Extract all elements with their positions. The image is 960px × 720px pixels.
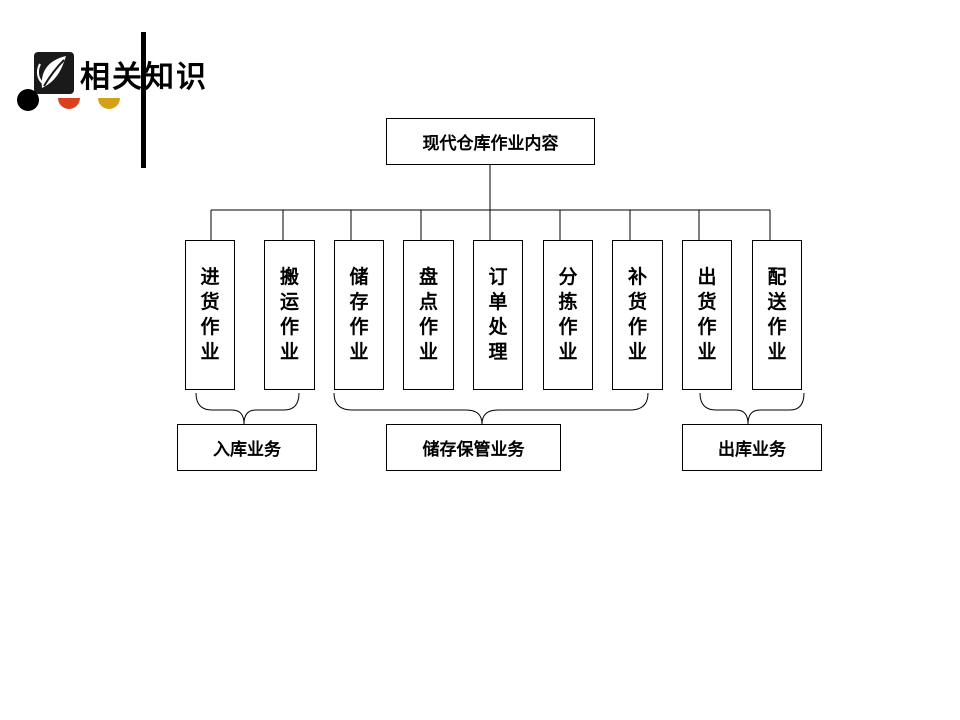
op-label-char: 补 <box>627 266 647 288</box>
op-node-handling: 搬运作业 <box>264 240 315 390</box>
page-title: 相关知识 <box>80 60 208 95</box>
op-label: 进货作业 <box>200 265 219 365</box>
op-label-char: 业 <box>418 341 438 363</box>
op-label-char: 业 <box>279 341 299 363</box>
op-node-shipping: 出货作业 <box>682 240 732 390</box>
op-label: 配送作业 <box>767 265 786 365</box>
op-label: 分拣作业 <box>558 265 577 365</box>
op-node-picking: 分拣作业 <box>543 240 593 390</box>
group-node-storage: 储存保管业务 <box>386 424 561 471</box>
op-label: 盘点作业 <box>419 265 438 365</box>
op-node-replenishment: 补货作业 <box>612 240 663 390</box>
op-label: 补货作业 <box>628 265 647 365</box>
op-label-char: 拣 <box>558 291 578 313</box>
op-label-char: 运 <box>279 291 299 313</box>
op-label-char: 点 <box>418 291 438 313</box>
op-label: 出货作业 <box>697 265 716 365</box>
connector-lines <box>210 165 771 240</box>
op-label-char: 业 <box>767 341 787 363</box>
leaf-logo-icon <box>34 52 74 94</box>
op-label-char: 业 <box>697 341 717 363</box>
op-label-char: 作 <box>279 316 299 338</box>
dot-gold <box>98 98 120 109</box>
op-label-char: 配 <box>767 266 787 288</box>
root-node: 现代仓库作业内容 <box>386 118 595 165</box>
brace-inbound <box>195 392 300 425</box>
op-label-char: 作 <box>418 316 438 338</box>
op-label-char: 搬 <box>279 266 299 288</box>
op-node-receiving: 进货作业 <box>185 240 235 390</box>
op-label-char: 处 <box>488 316 508 338</box>
group-label: 出库业务 <box>718 440 786 460</box>
op-label-char: 理 <box>488 341 508 363</box>
root-label: 现代仓库作业内容 <box>422 134 559 154</box>
op-label-char: 业 <box>349 341 369 363</box>
op-node-inventory: 盘点作业 <box>403 240 454 390</box>
op-label-char: 业 <box>627 341 647 363</box>
op-label-char: 单 <box>488 291 508 313</box>
dot-black <box>17 89 39 111</box>
op-label-char: 货 <box>627 291 647 313</box>
group-label: 储存保管业务 <box>422 440 525 460</box>
group-node-inbound: 入库业务 <box>177 424 317 471</box>
op-node-storage: 储存作业 <box>334 240 384 390</box>
op-label-char: 作 <box>558 316 578 338</box>
group-label: 入库业务 <box>213 440 281 460</box>
dot-red <box>58 98 80 109</box>
group-node-outbound: 出库业务 <box>682 424 822 471</box>
op-label-char: 作 <box>349 316 369 338</box>
op-label-char: 储 <box>349 266 369 288</box>
op-label-char: 作 <box>627 316 647 338</box>
op-label-char: 业 <box>558 341 578 363</box>
op-label-char: 货 <box>697 291 717 313</box>
op-label: 订单处理 <box>488 265 507 365</box>
op-label-char: 进 <box>200 266 220 288</box>
op-label-char: 业 <box>200 341 220 363</box>
op-node-delivery: 配送作业 <box>752 240 802 390</box>
op-label-char: 货 <box>200 291 220 313</box>
header-divider <box>141 32 146 168</box>
op-label-char: 作 <box>697 316 717 338</box>
op-label-char: 订 <box>488 266 508 288</box>
op-label-char: 分 <box>558 266 578 288</box>
op-label: 搬运作业 <box>280 265 299 365</box>
op-node-order-processing: 订单处理 <box>473 240 523 390</box>
op-label-char: 作 <box>767 316 787 338</box>
op-label-char: 送 <box>767 291 787 313</box>
op-label-char: 盘 <box>418 266 438 288</box>
op-label-char: 作 <box>200 316 220 338</box>
op-label-char: 存 <box>349 291 369 313</box>
op-label: 储存作业 <box>349 265 368 365</box>
brace-storage <box>333 392 649 425</box>
brace-outbound <box>699 392 805 425</box>
op-label-char: 出 <box>697 266 717 288</box>
